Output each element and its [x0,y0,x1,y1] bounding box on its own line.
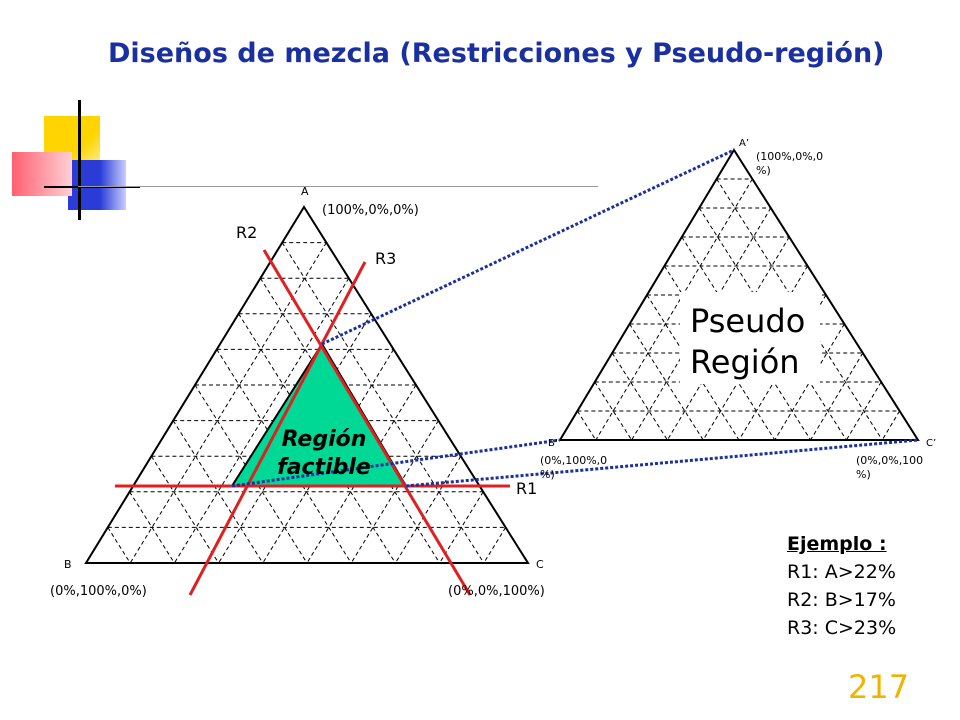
right-triangle-outline [558,148,920,441]
coord-a-label: (100%,0%,0%) [322,203,419,218]
r3-label: R3 [375,249,396,268]
vertex-a-prime-label: A’ [739,138,749,149]
r1-label: R1 [516,479,537,498]
example-heading: Ejemplo : [787,533,887,555]
right-triangle-gridline [698,207,847,441]
left-triangle-gridline [483,527,507,564]
slide-title: Diseños de mezcla (Restricciones y Pseud… [108,38,885,69]
region-label-line2: factible [277,455,371,480]
right-triangle-gridline [881,410,901,441]
left-triangle-gridline [150,455,220,564]
example-r3: R3: C>23% [787,617,897,639]
coord-c-label: (0%,0%,100%) [448,584,545,599]
coord-c-prime-line1: (0%,0%,100 [856,454,923,467]
vertical-rule [78,100,81,220]
right-triangle-gridline [845,381,882,441]
vertex-a-label: A [301,185,309,198]
connector-line-a [321,148,735,346]
r2-label: R2 [236,223,257,242]
horizontal-rule [44,186,140,188]
coord-c-prime-line2: %) [856,468,871,481]
right-triangle-grid [576,178,901,441]
title-underline-rule [78,186,598,187]
example-r1: R1: A>22% [787,561,896,583]
pseudo-region-line2: Región [690,343,800,381]
right-triangle-gridline [629,323,704,441]
right-triangle-gridline [666,236,790,441]
vertex-b-prime-label: B’ [548,438,558,449]
right-triangle-gridline [594,381,633,441]
right-triangle-gridline [774,323,845,441]
page-number: 217 [848,668,910,706]
vertex-b-label: B [64,558,72,571]
left-triangle-outline [84,205,530,564]
corner-decoration [0,100,140,220]
vertex-c-prime-label: C’ [926,438,936,449]
region-label-line1: Región [282,427,367,452]
coord-b-label: (0%,100%,0%) [50,584,147,599]
coord-b-prime-line2: %) [540,468,555,481]
constraint-line-r2 [262,249,472,596]
left-triangle-gridline [281,242,485,564]
red-square [12,152,72,196]
example-box: Ejemplo : R1: A>22% R2: B>17% R3: C>23% [787,530,896,642]
connector-line-b [231,438,561,488]
coord-a-prime-line1: (100%,0%,0 [756,150,823,163]
pseudo-region-label-bg [680,292,820,384]
right-triangle-gridline [595,178,753,441]
constraint-line-r3 [188,261,367,596]
coord-a-prime-line2: %) [756,164,771,177]
example-r2: R2: B>17% [787,589,896,611]
vertex-c-label: C [536,558,544,571]
right-triangle-gridline [576,410,597,441]
pseudo-region-line1: Pseudo [690,302,805,340]
connector-line-c [405,438,919,488]
coord-b-prime-line1: (0%,100%,0 [540,454,607,467]
right-triangle-gridline [810,352,864,441]
left-triangle-gridline [394,455,462,564]
left-triangle-gridline [172,420,264,564]
right-triangle-gridline [611,352,668,441]
blue-square [68,160,126,210]
left-triangle-gridline [107,527,131,564]
